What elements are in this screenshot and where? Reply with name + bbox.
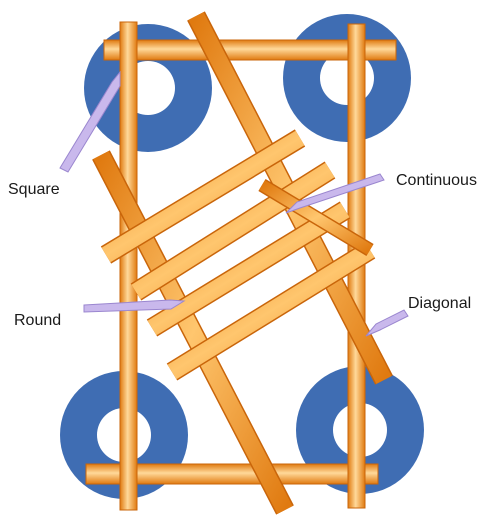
diagonal-label: Diagonal — [408, 295, 471, 312]
continuous-bar-segment — [259, 180, 373, 255]
continuous-label: Continuous — [396, 172, 477, 189]
continuous-callout-arrow — [285, 173, 385, 214]
callouts: Square Continuous Round Diagonal — [8, 70, 477, 337]
cross-bar-3 — [147, 202, 350, 336]
cross-bar-4 — [167, 242, 375, 380]
cross-bar-2 — [131, 162, 335, 300]
round-label: Round — [14, 312, 61, 329]
cross-bars — [100, 129, 376, 381]
cross-bar-1 — [101, 130, 305, 263]
frame-bars — [85, 21, 397, 511]
bottom-horizontal-bar — [85, 463, 379, 485]
square-callout-arrow — [59, 70, 121, 173]
tie-ring-top-right — [283, 14, 411, 142]
top-horizontal-bar — [103, 39, 397, 61]
round-callout-arrow — [83, 299, 186, 313]
square-label: Square — [8, 181, 60, 198]
diagonal-callout-arrow — [365, 309, 409, 337]
left-vertical-bar — [119, 21, 138, 511]
diagonal-bar-left — [93, 151, 293, 514]
